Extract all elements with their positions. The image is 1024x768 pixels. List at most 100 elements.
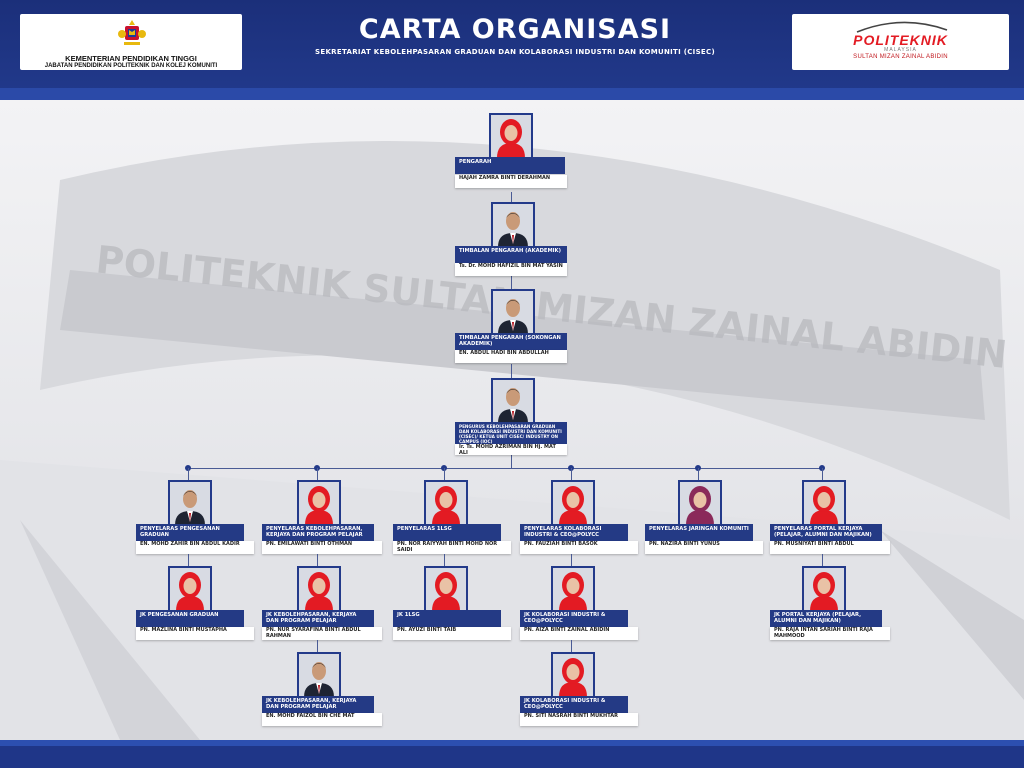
col1-connector — [188, 468, 189, 480]
col3-connector — [444, 468, 445, 480]
politeknik-country: MALAYSIA — [884, 47, 917, 53]
role-label: JK KOLABORASI INDUSTRI & CEO@POLYCC — [520, 696, 628, 713]
person-name: PN. EMILAWATI BINTI OTHMAN — [262, 541, 382, 554]
role-label: PENGARAH — [455, 157, 565, 174]
person-name: PN. AYUZI BINTI TAIB — [393, 627, 511, 640]
role-label: JK KEBOLEHPASARAN, KERJAYA DAN PROGRAM P… — [262, 696, 374, 713]
portrait-icon — [498, 212, 528, 247]
person-name: PN. NOR RAIYYAH BINTI MOHD NOR SAIDI — [393, 541, 511, 554]
header-banner: KEMENTERIAN PENDIDIKAN TINGGI JABATAN PE… — [0, 0, 1024, 102]
person-name: PN. RAJA INTAN SARIAH BINTI RAJA MAHMOOD — [770, 627, 890, 640]
role-label: PENYELARAS KOLABORASI INDUSTRI & CEO@POL… — [520, 524, 628, 541]
malaysia-crest-icon — [118, 20, 146, 45]
role-label: JK KEBOLEHPASARAN, KERJAYA DAN PROGRAM P… — [262, 610, 374, 627]
role-label: JK 1LSG — [393, 610, 501, 627]
role-label: JK KOLABORASI INDUSTRI & CEO@POLYCC — [520, 610, 628, 627]
portrait-icon — [175, 490, 205, 525]
person-name: EN. ABDUL HADI BIN ABDULLAH — [455, 350, 567, 363]
portrait-shape — [566, 492, 580, 508]
col6-row2-connector — [822, 554, 823, 566]
connector-4 — [511, 455, 512, 468]
person-name: EN. MOHD ZAHIR BIN ABDUL KADIR — [136, 541, 254, 554]
role-label: JK PORTAL KERJAYA (PELAJAR, ALUMNI DAN M… — [770, 610, 882, 627]
portrait-shape — [305, 596, 333, 611]
portrait-shape — [432, 510, 460, 525]
portrait-shape — [810, 596, 838, 611]
portrait-shape — [312, 578, 326, 594]
portrait-shape — [559, 596, 587, 611]
portrait-shape — [439, 492, 453, 508]
portrait-shape — [318, 685, 320, 694]
portrait-shape — [183, 490, 197, 508]
footer-bar — [0, 740, 1024, 768]
portrait-icon — [432, 486, 460, 525]
col4-row3-connector — [571, 640, 572, 652]
person-photo — [424, 566, 468, 613]
branch-bar — [188, 468, 822, 469]
role-label: TIMBALAN PENGARAH (SOKONGAN AKADEMIK) — [455, 333, 567, 350]
portrait-shape — [506, 389, 520, 394]
role-label: PENYELARAS JARINGAN KOMUNITI — [645, 524, 753, 541]
connector-3 — [511, 364, 512, 378]
page-subtitle: SEKRETARIAT KEBOLEHPASARAN GRADUAN DAN K… — [315, 48, 715, 56]
portrait-shape — [506, 300, 520, 305]
person-name: PN. SITI NASRAH BINTI MUKHTAR — [520, 713, 638, 726]
portrait-shape — [506, 212, 520, 230]
portrait-shape — [506, 213, 520, 218]
portrait-shape — [559, 510, 587, 525]
portrait-icon — [498, 299, 528, 334]
portrait-icon — [305, 572, 333, 611]
portrait-icon — [810, 572, 838, 611]
person-name: Ir. Ts. MOHD AZRIMAN BIN Hj. MAT ALI — [455, 444, 567, 455]
portrait-shape — [693, 492, 707, 508]
portrait-shape — [817, 492, 831, 508]
portrait-shape — [312, 492, 326, 508]
person-photo — [168, 566, 212, 613]
col4-connector — [571, 468, 572, 480]
col5-connector — [698, 468, 699, 480]
person-name: PN. MUSNIYATI BINTI ABDUL — [770, 541, 890, 554]
portrait-shape — [439, 578, 453, 594]
portrait-shape — [566, 578, 580, 594]
col4-row2-connector — [571, 554, 572, 566]
person-photo — [168, 480, 212, 527]
col1-row2-connector — [188, 554, 189, 566]
portrait-shape — [566, 664, 580, 680]
portrait-icon — [559, 486, 587, 525]
role-label: JK PENGESANAN GRADUAN — [136, 610, 244, 627]
role-label: PENYELARAS KEBOLEHPASARAN, KERJAYA DAN P… — [262, 524, 374, 541]
person-name: Ts. Dr. MOHD HAFIZIL BIN MAT YASIN — [455, 263, 567, 276]
portrait-shape — [559, 682, 587, 697]
person-photo — [551, 480, 595, 527]
portrait-icon — [810, 486, 838, 525]
person-photo — [297, 480, 341, 527]
portrait-shape — [312, 662, 326, 680]
portrait-shape — [506, 299, 520, 317]
portrait-shape — [512, 322, 514, 331]
role-label: PENYELARAS PORTAL KERJAYA (PELAJAR, ALUM… — [770, 524, 882, 541]
kpt-logo-box: KEMENTERIAN PENDIDIKAN TINGGI JABATAN PE… — [20, 14, 242, 70]
portrait-shape — [504, 125, 518, 141]
portrait-shape — [512, 235, 514, 244]
person-photo — [802, 480, 846, 527]
person-name: PN. NAZIRA BINTI YUNUS — [645, 541, 763, 554]
person-photo — [424, 480, 468, 527]
portrait-icon — [498, 388, 528, 423]
portrait-icon — [432, 572, 460, 611]
person-photo — [297, 566, 341, 613]
role-label: PENGURUS KEBOLEHPASARAN GRADUAN DAN KOLA… — [455, 422, 567, 444]
politeknik-swoosh-icon — [856, 21, 948, 33]
portrait-shape — [686, 510, 714, 525]
politeknik-brand: POLITEKNIK — [853, 32, 948, 48]
kpt-line1: KEMENTERIAN PENDIDIKAN TINGGI — [65, 54, 197, 63]
kpt-line2: JABATAN PENDIDIKAN POLITEKNIK DAN KOLEJ … — [44, 63, 218, 69]
portrait-shape — [305, 510, 333, 525]
portrait-icon — [686, 486, 714, 525]
person-photo — [551, 566, 595, 613]
person-photo — [491, 289, 535, 336]
portrait-shape — [312, 663, 326, 668]
page-title: CARTA ORGANISASI — [358, 14, 672, 45]
person-name: PN. NUR SYARAFINA BINTI ABDUL RAHMAN — [262, 627, 382, 640]
person-name: PN. MAZLINA BINTI MUSTAPHA — [136, 627, 254, 640]
person-name: PN. AIZA BINTI ZAINAL ABIDIN — [520, 627, 638, 640]
